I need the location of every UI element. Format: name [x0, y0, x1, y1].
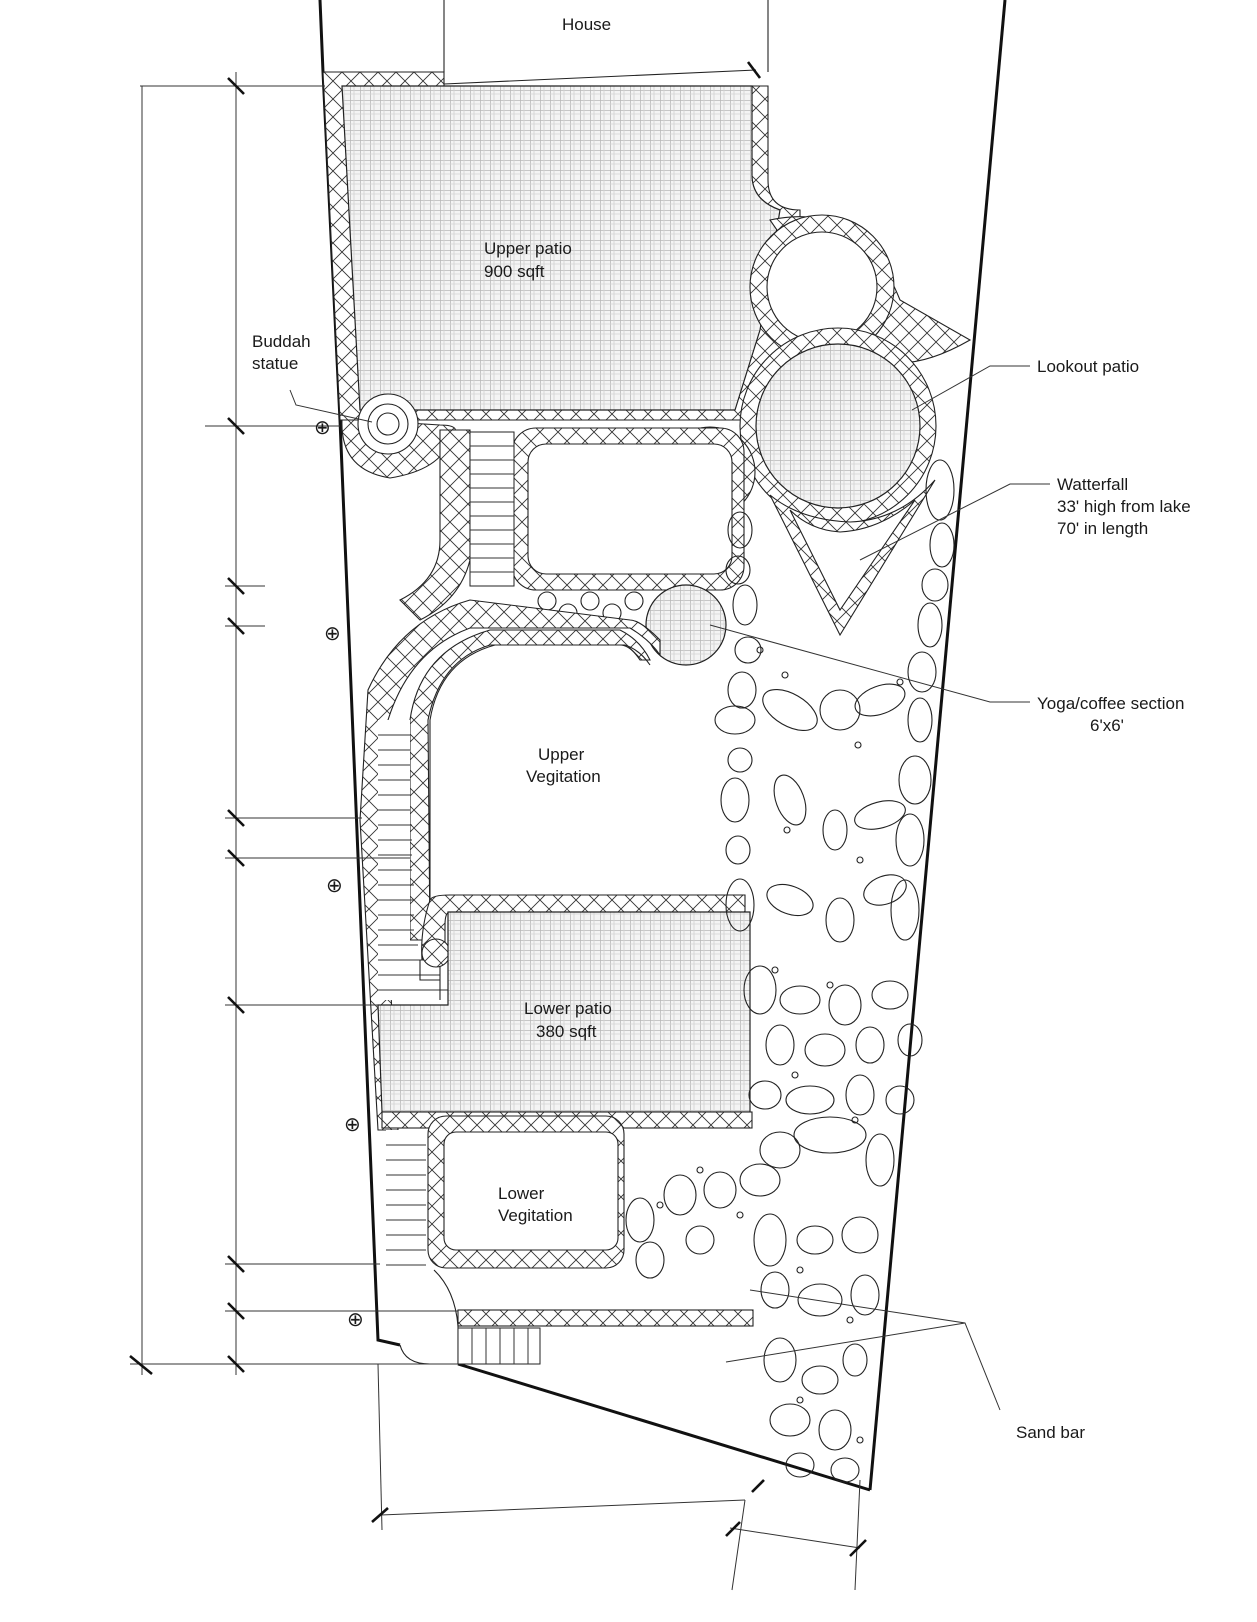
label-buddah-statue: Buddah [252, 332, 311, 351]
label-upper-vegetation-2: Vegitation [526, 767, 601, 786]
label-lower-vegetation-2: Vegitation [498, 1206, 573, 1225]
label-lower-patio-area: 380 sqft [536, 1022, 597, 1041]
bottom-walkway [399, 1269, 754, 1365]
label-upper-vegetation: Upper [538, 745, 585, 764]
labels: House Upper patio 900 sqft Buddah statue… [252, 15, 1191, 1442]
label-waterfall: Watterfall [1057, 475, 1128, 494]
light-marker-icon: ⊕ [347, 1309, 364, 1331]
dimension-lines [129, 61, 867, 1591]
light-marker-icon: ⊕ [324, 623, 341, 645]
label-lower-patio: Lower patio [524, 999, 612, 1018]
label-yoga-coffee-size: 6'x6' [1090, 716, 1124, 735]
upper-steps [399, 429, 515, 621]
light-markers: ⊕ ⊕ ⊕ ⊕ ⊕ [314, 417, 364, 1331]
west-stairs [378, 720, 448, 1000]
bottom-steps [457, 1327, 541, 1365]
upper-vegetation-bed [429, 644, 651, 900]
label-sand-bar: Sand bar [1016, 1423, 1085, 1442]
leader-lines [289, 365, 1050, 1411]
buddah-statue [341, 393, 457, 479]
light-marker-icon: ⊕ [314, 417, 331, 439]
light-marker-icon: ⊕ [326, 875, 343, 897]
light-marker-icon: ⊕ [344, 1114, 361, 1136]
label-lower-vegetation: Lower [498, 1184, 545, 1203]
boulder-field [625, 459, 955, 1483]
label-upper-patio-area: 900 sqft [484, 262, 545, 281]
label-upper-patio: Upper patio [484, 239, 572, 258]
label-lookout-patio: Lookout patio [1037, 357, 1139, 376]
label-waterfall-height: 33' high from lake [1057, 497, 1191, 516]
lower-west-steps [386, 1130, 426, 1310]
waterfall [769, 479, 936, 637]
label-house: House [562, 15, 611, 34]
yoga-coffee-section [645, 584, 727, 666]
house [443, 0, 769, 85]
lower-vegetation-bed [427, 1115, 625, 1269]
upper-patio [322, 71, 801, 421]
label-waterfall-length: 70' in length [1057, 519, 1148, 538]
label-yoga-coffee: Yoga/coffee section [1037, 694, 1184, 713]
upper-planter [511, 427, 745, 591]
label-buddah-statue-2: statue [252, 354, 298, 373]
